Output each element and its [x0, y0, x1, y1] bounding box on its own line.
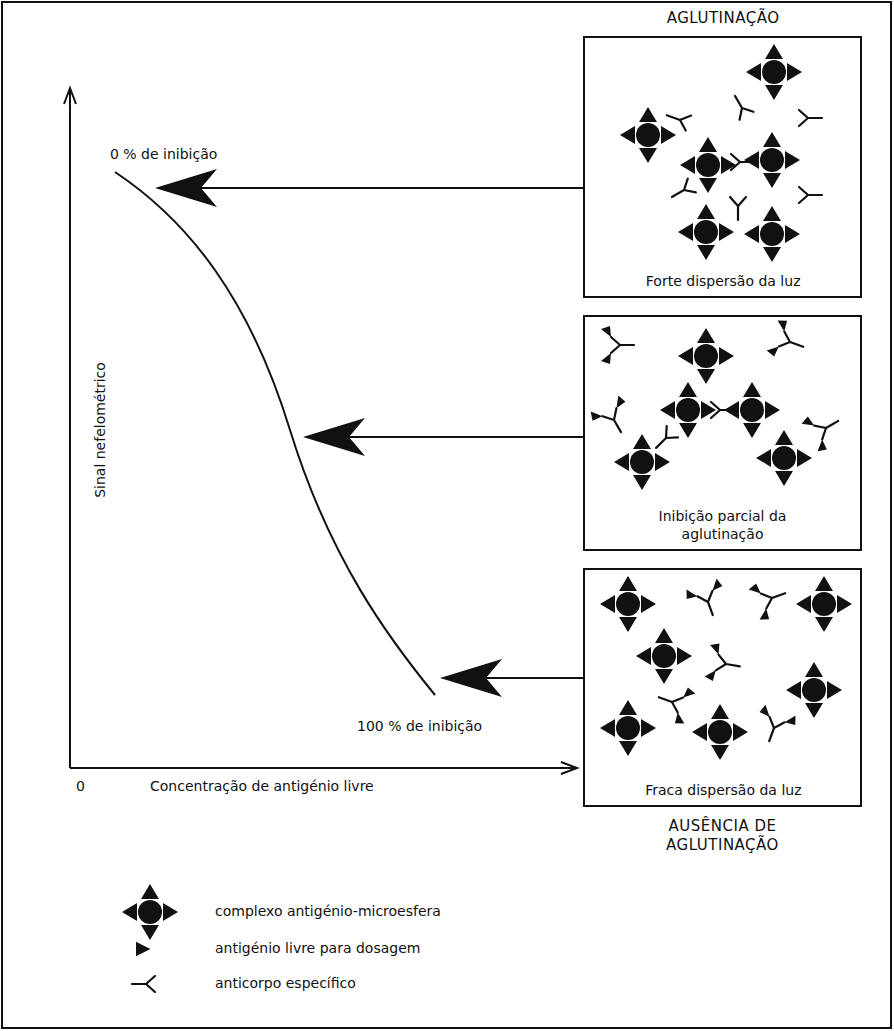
- box-caption: Inibição parcial da aglutinação: [648, 508, 798, 543]
- complex-symbol: [660, 382, 716, 438]
- axis-title: Concentração de antigénio livre: [150, 778, 374, 795]
- y-axis: [64, 88, 76, 768]
- box-heading: AGLUTINAÇÃO: [666, 9, 780, 28]
- complex-symbol: [678, 204, 734, 260]
- curve-label: 100 % de inibição: [357, 718, 482, 735]
- figure-box: AGLUTINAÇÃOForte dispersão da luz: [583, 36, 862, 298]
- complex-symbol: [744, 132, 800, 188]
- antibody-symbol: [668, 179, 696, 204]
- partial-inhibition-figure: [588, 318, 848, 490]
- antibody-antigen-symbol: [684, 578, 731, 622]
- antibody-symbol: [664, 108, 691, 131]
- curve-label: 0 % de inibição: [110, 146, 217, 163]
- antibody-symbol: [711, 402, 734, 418]
- complex-symbol: [746, 44, 802, 100]
- antibody-antigen-symbol: [800, 405, 848, 454]
- complex-symbol: [678, 328, 734, 384]
- complex-symbol: [636, 628, 692, 684]
- antibody-antigen-symbol: [751, 704, 798, 748]
- legend-samples: [122, 884, 178, 992]
- complex-symbol: [692, 704, 748, 760]
- inhibition-curve: [115, 172, 435, 695]
- complex-symbol: [600, 700, 656, 756]
- antibody-symbol: [730, 197, 746, 220]
- complex-symbol: [600, 576, 656, 632]
- antibody-antigen-symbol: [588, 394, 637, 442]
- legend-text: anticorpo específico: [215, 975, 356, 992]
- box-caption: Fraca dispersão da luz: [644, 782, 802, 800]
- agglutination-figure: [620, 44, 822, 262]
- complex-symbol: [796, 576, 852, 632]
- figure-box: Inibição parcial da aglutinação: [583, 315, 862, 551]
- pointer-arrows: [155, 169, 583, 697]
- antibody-symbol: [731, 154, 754, 170]
- legend-antigen-sample: [136, 942, 150, 956]
- axis-origin: 0: [76, 778, 85, 795]
- antibody-symbol: [650, 426, 678, 454]
- complex-symbol: [756, 430, 812, 486]
- complex-symbol: [786, 662, 842, 718]
- complex-symbol: [680, 137, 736, 193]
- figure-box: Fraca dispersão da luzAUSÊNCIA DE AGLUTI…: [583, 568, 862, 807]
- no-agglutination-figure: [600, 575, 852, 760]
- legend-text: complexo antigénio-microesfera: [215, 903, 441, 920]
- legend-complex-sample: [122, 884, 178, 940]
- box-caption: Forte dispersão da luz: [645, 273, 801, 291]
- x-axis: [70, 762, 577, 774]
- antibody-antigen-symbol: [652, 679, 696, 726]
- antibody-antigen-symbol: [704, 642, 743, 685]
- legend-antibody-sample: [132, 976, 155, 992]
- axis-title: Sinal nefelométrico: [92, 362, 109, 498]
- antibody-antigen-symbol: [748, 575, 792, 622]
- antibody-symbol: [799, 110, 822, 126]
- antibody-antigen-symbol: [766, 318, 810, 365]
- legend-text: antigénio livre para dosagem: [215, 940, 420, 957]
- complex-symbol: [744, 206, 800, 262]
- box-heading: AUSÊNCIA DE AGLUTINAÇÃO: [638, 817, 808, 855]
- antibody-antigen-symbol: [601, 326, 634, 364]
- antibody-symbol: [799, 187, 822, 203]
- antibody-symbol: [728, 92, 753, 120]
